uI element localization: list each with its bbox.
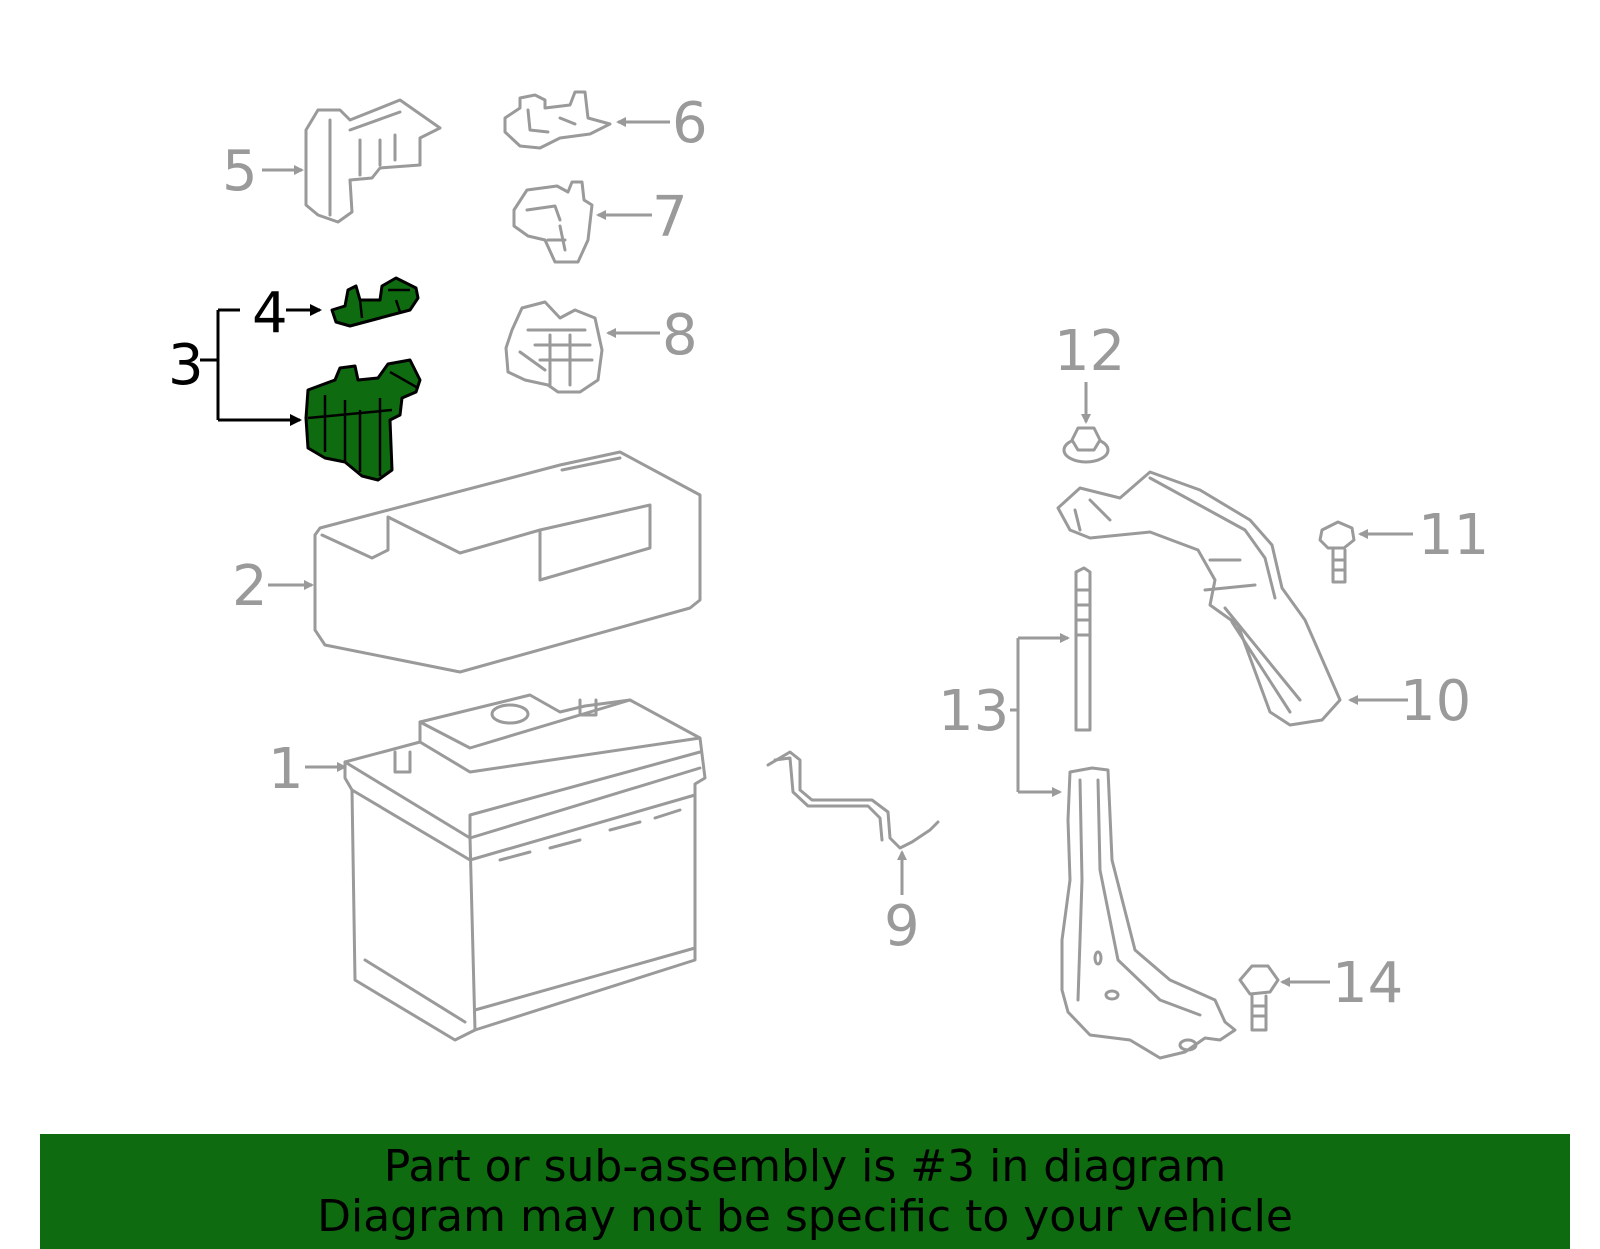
callout-11[interactable]: 11 bbox=[1418, 503, 1489, 568]
leader-lines bbox=[200, 117, 1413, 987]
callout-4[interactable]: 4 bbox=[252, 281, 288, 346]
part-2-battery-cover-drawing[interactable] bbox=[313, 450, 702, 674]
leader-3-bracket bbox=[200, 308, 290, 422]
part-10-bracket-drawing[interactable] bbox=[1056, 470, 1342, 727]
part-1-battery-drawing[interactable] bbox=[343, 693, 707, 1042]
part-6-clip-drawing[interactable] bbox=[503, 90, 612, 150]
part-8-clip-drawing[interactable] bbox=[504, 300, 604, 394]
part-13-bracket-drawing[interactable] bbox=[1060, 766, 1237, 1060]
callout-6[interactable]: 6 bbox=[672, 91, 708, 156]
callout-9[interactable]: 9 bbox=[884, 894, 920, 959]
callout-14[interactable]: 14 bbox=[1332, 951, 1403, 1016]
leader-13-bracket bbox=[1010, 636, 1066, 794]
callout-5[interactable]: 5 bbox=[222, 139, 258, 204]
part-9-cable-drawing[interactable] bbox=[766, 750, 940, 850]
part-12-nut-drawing[interactable] bbox=[1062, 426, 1110, 464]
part-4-terminal-highlighted[interactable] bbox=[330, 276, 420, 328]
part-11-bolt-drawing[interactable] bbox=[1318, 520, 1356, 584]
callout-12[interactable]: 12 bbox=[1054, 319, 1125, 384]
callout-13[interactable]: 13 bbox=[938, 679, 1009, 744]
callout-1[interactable]: 1 bbox=[268, 737, 304, 802]
callout-8[interactable]: 8 bbox=[662, 303, 698, 368]
part-7-clip-drawing[interactable] bbox=[512, 180, 594, 264]
callout-10[interactable]: 10 bbox=[1400, 669, 1471, 734]
callout-3[interactable]: 3 bbox=[168, 333, 204, 398]
part-3-fuse-block-highlighted[interactable] bbox=[304, 358, 422, 482]
banner-line-1: Part or sub-assembly is #3 in diagram bbox=[383, 1140, 1227, 1192]
callout-numbers: 5 6 7 8 4 3 2 1 9 10 11 12 13 14 bbox=[168, 91, 1489, 1016]
callout-7[interactable]: 7 bbox=[652, 185, 688, 250]
banner-line-2: Diagram may not be specific to your vehi… bbox=[317, 1190, 1293, 1242]
part-14-bolt-drawing[interactable] bbox=[1238, 964, 1280, 1032]
part-5-cover-drawing[interactable] bbox=[304, 98, 442, 224]
info-banner: Part or sub-assembly is #3 in diagram Di… bbox=[40, 1134, 1570, 1249]
callout-2[interactable]: 2 bbox=[232, 554, 268, 619]
part-13-rod-drawing[interactable] bbox=[1074, 566, 1092, 732]
